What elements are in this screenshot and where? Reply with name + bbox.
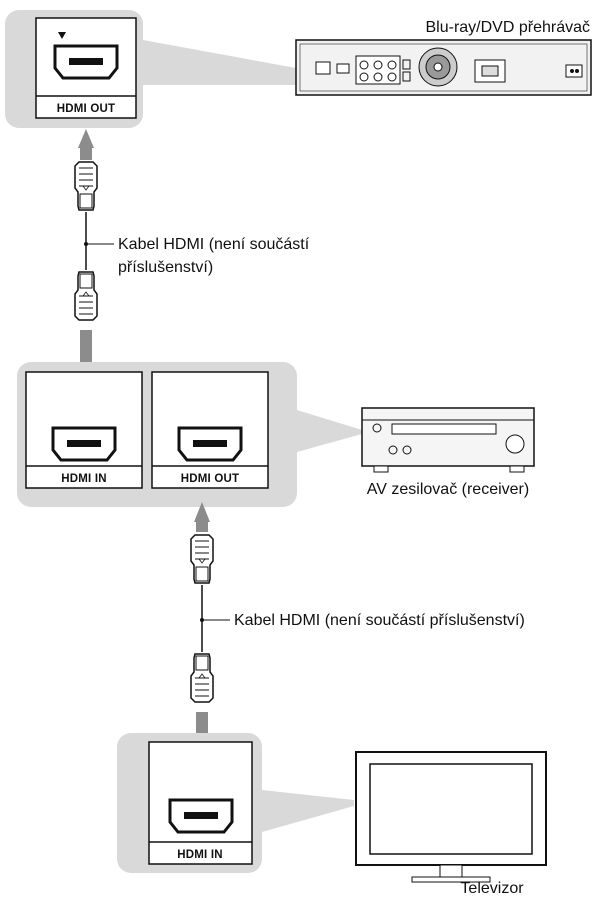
hdmi-port-icon — [177, 426, 243, 462]
hdmi-port-icon — [51, 426, 117, 462]
receiver-out-label: HDMI OUT — [181, 473, 239, 485]
cable1-caption-line2: příslušenství) — [118, 259, 213, 276]
player-port-label: HDMI OUT — [57, 103, 115, 115]
player-hdmi-out-panel: HDMI OUT — [5, 10, 296, 128]
hdmi-port-icon — [53, 44, 119, 80]
tv-caption: Televizor — [460, 880, 524, 895]
av-receiver-illustration — [361, 407, 535, 473]
hdmi-plug-icon — [190, 534, 214, 584]
arrow-up-icon — [194, 502, 210, 522]
tv-in-label: HDMI IN — [177, 849, 222, 861]
television-illustration — [355, 751, 547, 883]
hdmi-plug-icon — [190, 653, 214, 703]
cable1-caption-line1: Kabel HDMI (není součástí — [118, 236, 310, 253]
receiver-hdmi-panel: HDMI IN HDMI OUT — [17, 362, 362, 507]
tv-hdmi-in-panel: HDMI IN — [117, 733, 354, 873]
triangle-marker-icon — [58, 32, 66, 39]
receiver-caption: AV zesilovač (receiver) — [367, 481, 529, 498]
hdmi-plug-icon — [74, 161, 98, 211]
player-caption: Blu-ray/DVD přehrávač — [426, 19, 591, 36]
hdmi-port-icon — [168, 798, 234, 834]
blu-ray-player-illustration — [295, 39, 592, 96]
receiver-in-label: HDMI IN — [61, 473, 106, 485]
cable2-caption: Kabel HDMI (není součástí příslušenství) — [234, 612, 525, 629]
hdmi-plug-icon — [74, 271, 98, 321]
arrow-up-icon — [78, 129, 94, 148]
